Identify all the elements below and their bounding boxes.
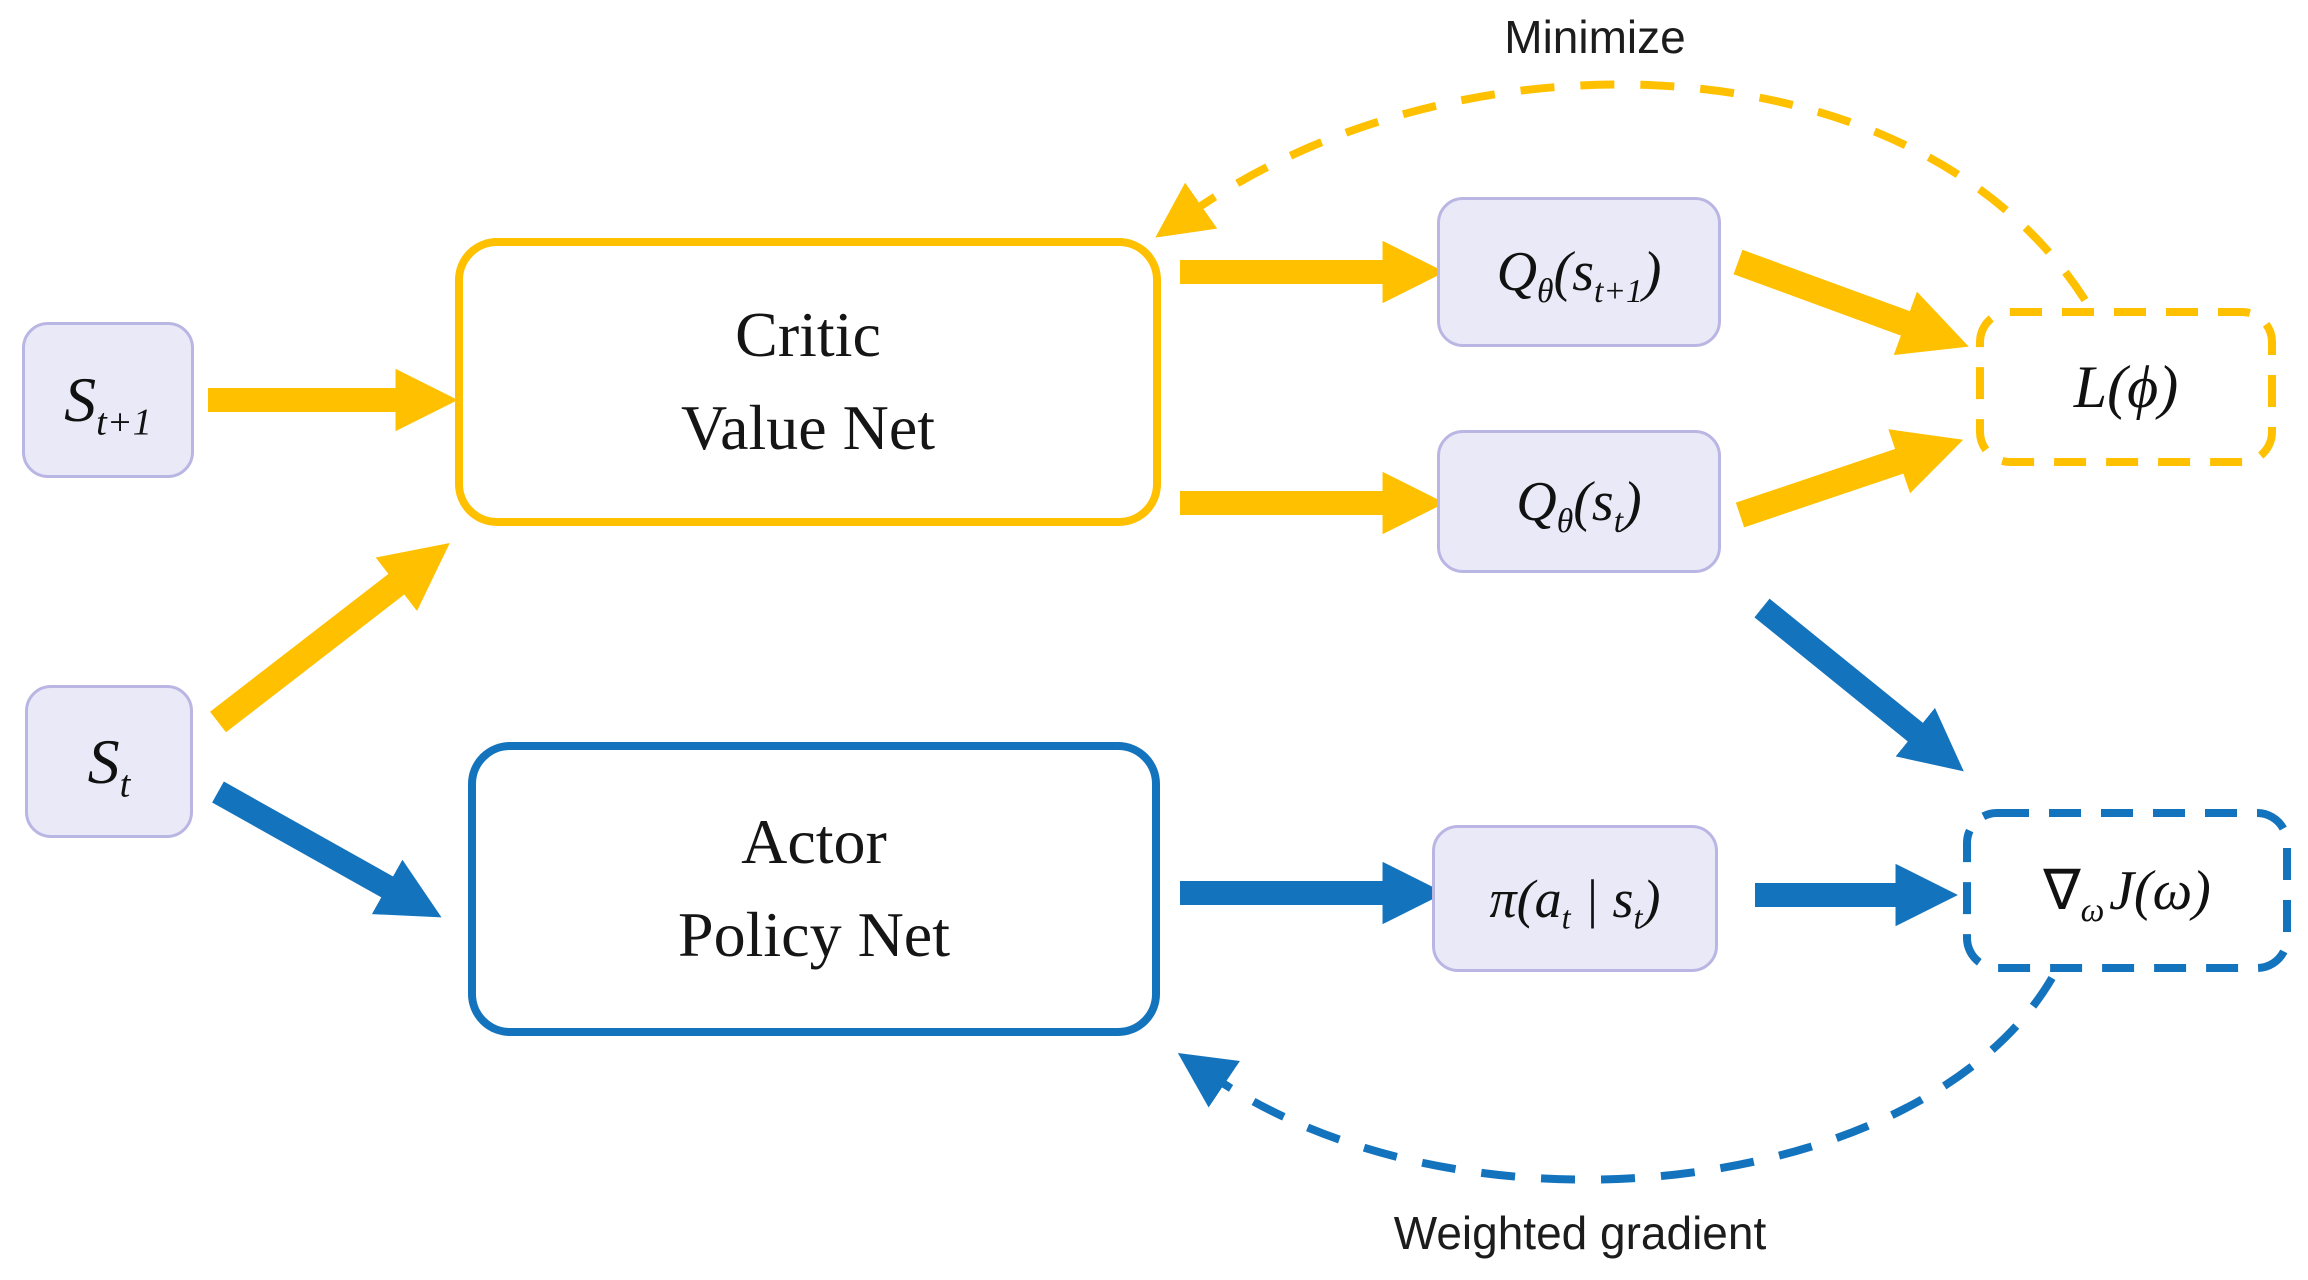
node-state-t: St [25, 685, 193, 838]
pi-label: π(at | st) [1489, 868, 1661, 936]
arrow-state-t-to-critic [210, 542, 450, 733]
loss-dashed-box [1976, 308, 2276, 466]
state-next-label: St+1 [64, 364, 152, 444]
q-t-label: Qθ(st) [1516, 470, 1642, 540]
arrow-q-t-to-loss [1735, 429, 1964, 528]
q-next-label: Qθ(st+1) [1496, 241, 1662, 310]
node-loss: L(ϕ) [1980, 312, 2272, 462]
curve-minimize-feedback [1155, 80, 2089, 303]
node-q-t: Qθ(st) [1437, 430, 1721, 573]
node-critic-value-net: Critic Value Net [455, 238, 1161, 526]
state-t-label: St [87, 725, 131, 805]
node-actor-policy-net: Actor Policy Net [468, 742, 1160, 1036]
arrow-q-t-to-grad [1754, 598, 1964, 772]
node-pi: π(at | st) [1432, 825, 1718, 972]
loss-label: L(ϕ) [2073, 353, 2179, 420]
minimize-annotation: Minimize [1504, 11, 1686, 63]
curve-weighted-gradient-feedback [1177, 975, 2056, 1184]
arrow-state-t-to-actor [212, 781, 442, 918]
node-q-next: Qθ(st+1) [1437, 197, 1721, 347]
critic-label: Critic Value Net [680, 299, 936, 463]
arrow-q-next-to-loss [1733, 249, 1969, 356]
grad-label: ∇ω J(ω) [2043, 860, 2211, 929]
actor-label: Actor Policy Net [678, 806, 950, 970]
grad-dashed-box [1963, 809, 2291, 972]
node-state-next: St+1 [22, 322, 194, 478]
weighted-gradient-annotation: Weighted gradient [1393, 1207, 1767, 1259]
node-grad: ∇ω J(ω) [1967, 813, 2287, 968]
